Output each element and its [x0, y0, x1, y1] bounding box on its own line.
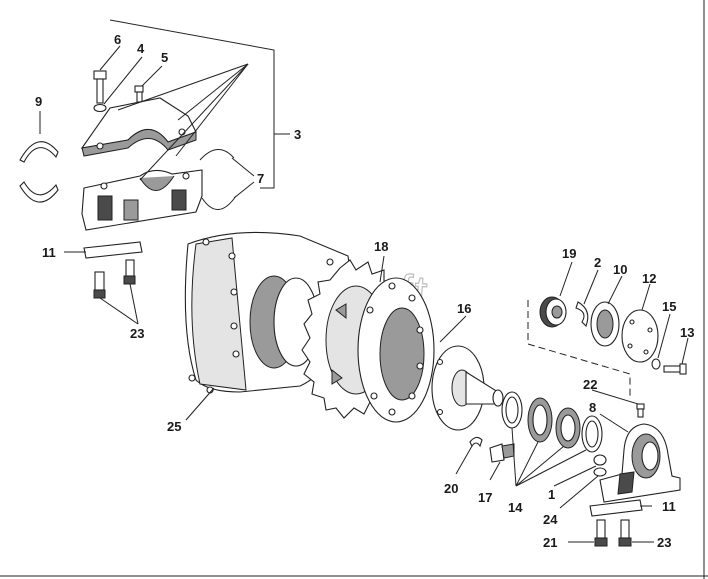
part-8-pillow-block: [599, 423, 681, 503]
part-4-washer: [93, 103, 107, 113]
part-5-grease-nipple: [134, 85, 144, 103]
part-23-bolts-left: [93, 259, 136, 299]
dashed-assembly-line: [527, 300, 631, 396]
part-13-bolt: [663, 363, 687, 375]
callout-18: 18: [374, 239, 388, 254]
part-2-circlip: [575, 301, 589, 327]
part-21-bolt: [594, 519, 608, 547]
callout-10: 10: [613, 262, 627, 277]
callout-17: 17: [478, 490, 492, 505]
callout-23-left: 23: [130, 326, 144, 341]
callout-1: 1: [548, 487, 555, 502]
callout-3: 3: [294, 127, 301, 142]
callout-14: 14: [508, 500, 523, 515]
part-17-bolt: [489, 443, 515, 463]
callout-24: 24: [543, 512, 558, 527]
callout-12: 12: [642, 271, 656, 286]
callout-labels: 6 4 5 9 3 7 11 23 25 18 16 19 2 10 12 15…: [35, 32, 694, 550]
callout-25: 25: [167, 419, 181, 434]
callout-6: 6: [114, 32, 121, 47]
callout-8: 8: [589, 400, 596, 415]
part-14-bearing-set: [501, 391, 603, 453]
callout-20: 20: [444, 481, 458, 496]
part-hub-shaft: [431, 345, 504, 431]
callout-16: 16: [457, 301, 471, 316]
part-23-bolt-right: [618, 519, 632, 547]
callout-23-right: 23: [657, 535, 671, 550]
callout-4: 4: [137, 41, 145, 56]
callout-5: 5: [161, 50, 168, 65]
part-11-plate-right: [589, 499, 643, 517]
part-24-washer: [593, 467, 607, 477]
part-20-clip: [469, 436, 483, 448]
part-1-nut: [593, 454, 607, 466]
callout-15: 15: [662, 299, 676, 314]
leader-lines: [39, 19, 689, 543]
callout-19: 19: [562, 246, 576, 261]
part-9-split-ring: [19, 141, 59, 203]
part-22-grease-nipple: [636, 403, 645, 418]
part-7-rings: [199, 149, 237, 210]
part-15-washer: [651, 358, 661, 370]
part-12-cover-plate: [621, 309, 659, 363]
callout-11-left: 11: [42, 245, 56, 260]
callout-21: 21: [543, 535, 557, 550]
callout-11-right: 11: [662, 499, 676, 514]
callout-13: 13: [680, 325, 694, 340]
callout-7: 7: [257, 171, 264, 186]
part-11-plate-left: [83, 241, 143, 259]
callout-9: 9: [35, 94, 42, 109]
part-3-lower-bearing-block: [81, 169, 203, 231]
part-16-hub-flange: [357, 277, 435, 423]
callout-22: 22: [583, 377, 597, 392]
part-6-bolt: [93, 70, 107, 104]
callout-2: 2: [594, 255, 601, 270]
part-10-cover-ring: [590, 301, 620, 347]
part-19-seal: [539, 296, 567, 328]
